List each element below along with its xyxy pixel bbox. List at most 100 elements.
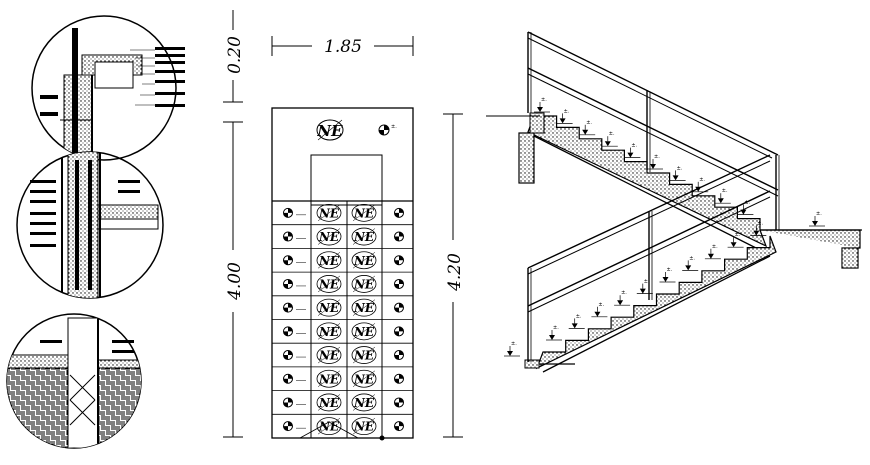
detail-callout-middle [30, 180, 140, 247]
level-marker-icon: ±. [669, 165, 686, 181]
step-label: NE [351, 369, 377, 388]
step-label: NE [351, 275, 377, 293]
level-marker-icon [394, 326, 404, 337]
step-label: NE [316, 298, 342, 317]
stair-plan: 1.85 0.20 4.00 4.20 [223, 10, 465, 441]
svg-text:±.: ±. [621, 290, 627, 296]
level-marker-icon: ±. [378, 124, 397, 136]
step-label-text: NE [353, 301, 375, 315]
level-marker-icon [394, 350, 404, 361]
step-label: NE [351, 346, 377, 364]
level-marker-icon: ±. [579, 120, 596, 136]
detail-callout-top [130, 47, 185, 107]
level-marker-icon: ±. [568, 313, 585, 329]
landing-label: NE [316, 119, 344, 141]
step-label-text: NE [353, 230, 375, 244]
level-marker-icon: ±. [750, 221, 767, 236]
step-label-text: NE [318, 254, 340, 268]
svg-text:±.: ±. [609, 131, 615, 137]
level-markers: ±. ±. ±. ±. ±. ±. ±. ±. ±. ±. ±. ±. ±. ±. ±. ±. ±. ±. ±. ±.… [504, 97, 825, 357]
svg-text:±.: ±. [699, 177, 705, 183]
step-label-text: NE [318, 301, 340, 315]
upper-flight [527, 115, 768, 251]
level-marker-icon [283, 350, 293, 361]
svg-text:±.: ±. [644, 279, 650, 285]
level-marker-icon: ±. [556, 108, 573, 124]
step-label-text: NE [318, 277, 340, 291]
step-label: NE [316, 203, 342, 222]
svg-text:±.: ±. [667, 267, 673, 273]
step-label-text: NE [318, 420, 340, 434]
svg-text:NE: NE [316, 122, 343, 140]
step-label-text: NE [353, 254, 375, 268]
stair-section: ±. ±. ±. ±. ±. ±. ±. ±. ±. ±. ±. ±. ±. ±. ±. ±. ±. ±. ±. ±.… [486, 31, 862, 373]
svg-text:±.: ±. [598, 302, 604, 308]
level-marker-icon: ±. [647, 154, 663, 170]
handrail-lower [527, 154, 771, 362]
level-marker-icon: ±. [591, 302, 608, 318]
level-marker-icon [394, 207, 404, 218]
dimension-left: 4.00 [223, 122, 245, 438]
svg-text:±.: ±. [631, 143, 637, 149]
svg-text:±.: ±. [576, 313, 582, 319]
dimension-top: 0.20 [223, 10, 245, 123]
level-marker-icon [394, 255, 404, 266]
step-label-text: NE [353, 325, 375, 339]
level-marker-icon [394, 373, 404, 384]
plan-step-row: NE NE [272, 342, 413, 364]
svg-text:±.: ±. [757, 221, 763, 227]
dimension-right-label: 4.20 [445, 253, 465, 292]
plan-step-row: NE NE [283, 203, 404, 222]
dimension-width-label: 1.85 [324, 37, 362, 57]
plan-step-row: NE NE [272, 247, 413, 270]
svg-text:±.: ±. [744, 200, 750, 206]
step-label: NE [351, 298, 377, 317]
level-marker-icon: ±. [704, 244, 721, 260]
level-marker-icon: ±. [504, 341, 520, 357]
step-label: NE [351, 203, 377, 222]
step-label-text: NE [353, 396, 375, 410]
detail-circle-bottom [6, 313, 142, 449]
plan-step-row: NE NE [272, 295, 413, 317]
svg-text:±.: ±. [586, 120, 592, 126]
step-label-text: NE [318, 206, 340, 220]
level-marker-icon: ±. [546, 325, 562, 341]
step-label-text: NE [318, 325, 340, 339]
dimension-width: 1.85 [271, 34, 414, 57]
level-marker-icon [283, 207, 293, 218]
level-marker-icon [394, 302, 404, 313]
svg-text:±.: ±. [564, 108, 570, 114]
level-marker-icon [394, 421, 404, 432]
dimension-top-label: 0.20 [225, 36, 245, 74]
step-label-text: NE [353, 349, 375, 363]
step-label: NE [351, 227, 377, 246]
svg-text:±.: ±. [735, 232, 741, 238]
svg-text:±.: ±. [541, 97, 547, 103]
step-label-text: NE [353, 420, 375, 434]
step-label: NE [351, 393, 377, 412]
step-label: NE [316, 322, 342, 341]
step-label-text: NE [353, 206, 375, 220]
svg-text:±.: ±. [391, 124, 397, 130]
level-marker-icon [283, 397, 293, 408]
step-label-text: NE [318, 349, 340, 363]
base-block [524, 359, 540, 369]
upper-landing-slab [529, 112, 545, 134]
step-label: NE [351, 322, 377, 341]
level-marker-icon [394, 397, 404, 408]
level-marker-icon: ±. [727, 232, 744, 248]
level-marker-icon: ±. [534, 97, 550, 113]
level-marker-icon [283, 278, 293, 289]
plan-step-row: NE NE [272, 319, 413, 341]
step-label: NE [316, 251, 342, 270]
lower-flight [535, 235, 777, 373]
upper-beam [518, 132, 535, 184]
svg-text:±.: ±. [689, 255, 695, 261]
level-marker-icon [283, 255, 293, 266]
step-label: NE [351, 417, 377, 436]
level-marker-icon [394, 231, 404, 242]
